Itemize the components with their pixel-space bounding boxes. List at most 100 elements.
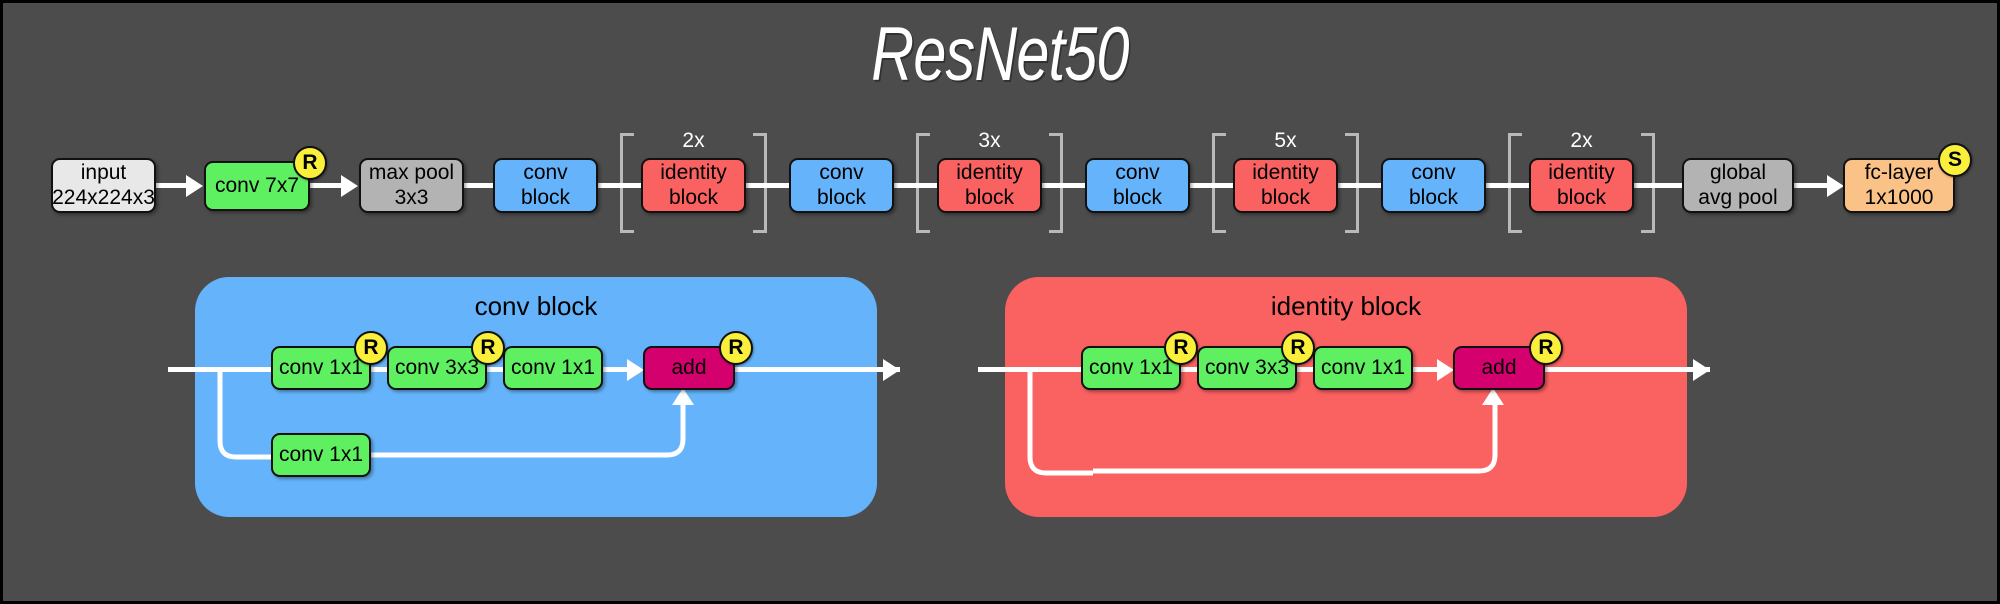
arrow-line: [1413, 367, 1437, 372]
node-line: global: [1709, 161, 1767, 185]
arrow-line: [1181, 367, 1205, 372]
pipeline-node-conv7x7[interactable]: conv 7x7: [204, 161, 310, 211]
arrow-line: [1190, 183, 1243, 188]
node-label: add: [1481, 355, 1517, 379]
identity-block-panel-title: identity block: [1270, 291, 1422, 321]
arrow-head: [1693, 359, 1710, 381]
arrow-line: [156, 183, 186, 188]
node-line: 224x224x3: [52, 185, 155, 209]
relu-badge-icon: R: [471, 331, 505, 365]
arrow-line: [255, 367, 283, 372]
arrow-line: [1297, 367, 1321, 372]
arrow-head: [627, 359, 644, 381]
relu-badge-icon: R: [354, 331, 388, 365]
node-line: input: [80, 161, 127, 185]
pipeline-node-input[interactable]: input 224x224x3: [51, 158, 156, 213]
identity-block-node-conv-3x3[interactable]: conv 3x3: [1197, 346, 1297, 390]
conv-block-skip-return: [371, 398, 686, 458]
relu-badge-icon: R: [1164, 331, 1198, 365]
arrow-head: [1437, 359, 1454, 381]
node-line: max pool: [368, 161, 455, 185]
arrow-line: [1794, 183, 1827, 188]
conv-block-output-line: [735, 367, 900, 372]
node-label: conv 1x1: [1320, 355, 1406, 379]
node-line: block: [1408, 185, 1459, 209]
repeat-label: 3x: [978, 129, 1001, 152]
node-line: conv 7x7: [214, 173, 300, 197]
repeat-label: 5x: [1274, 129, 1297, 152]
arrow-line: [371, 367, 395, 372]
arrow-line: [1065, 367, 1093, 372]
pipeline-node-identity-block-4[interactable]: identity block: [1529, 158, 1634, 213]
conv-block-node-conv-3x3[interactable]: conv 3x3: [387, 346, 487, 390]
conv-block-node-add[interactable]: add: [643, 346, 735, 390]
arrow-line: [1486, 183, 1539, 188]
node-label: conv 1x1: [278, 442, 364, 466]
node-label: conv 3x3: [1204, 355, 1290, 379]
node-label: conv 3x3: [394, 355, 480, 379]
conv-block-skip-fork: [217, 367, 283, 460]
arrow-head: [341, 175, 358, 197]
repeat-label: 2x: [682, 129, 705, 152]
node-line: identity: [1548, 161, 1615, 185]
node-label: add: [671, 355, 707, 379]
arrow-line: [894, 183, 947, 188]
identity-block-skip-return: [1093, 398, 1498, 474]
arrow-line: [1634, 183, 1684, 188]
node-line: block: [668, 185, 719, 209]
pipeline-node-identity-block-1[interactable]: identity block: [641, 158, 746, 213]
node-line: block: [816, 185, 867, 209]
node-line: identity: [660, 161, 727, 185]
page-title: ResNet50: [871, 12, 1129, 97]
pipeline-node-conv-block-2[interactable]: conv block: [789, 158, 894, 213]
identity-block-panel: [1005, 277, 1687, 517]
arrow-line: [603, 367, 627, 372]
pipeline-node-conv-block-1[interactable]: conv block: [493, 158, 598, 213]
arrow-line: [310, 183, 341, 188]
arrow-line: [487, 367, 511, 372]
repeat-label: 2x: [1570, 129, 1593, 152]
arrow-head: [1827, 175, 1844, 197]
node-label: conv 1x1: [278, 355, 364, 379]
arrow-line: [746, 183, 796, 188]
identity-block-skip-fork: [1027, 367, 1093, 476]
relu-badge-icon: R: [719, 331, 753, 365]
conv-block-panel-title: conv block: [474, 291, 598, 321]
node-line: 3x3: [394, 185, 429, 209]
arrow-head: [1482, 388, 1504, 405]
arrow-line: [1338, 183, 1388, 188]
arrow-line: [1042, 183, 1092, 188]
relu-badge-icon: R: [293, 146, 327, 180]
identity-block-output-line: [1545, 367, 1710, 372]
pipeline-node-maxpool[interactable]: max pool 3x3: [359, 158, 464, 213]
conv-block-node-skip-conv-1x1[interactable]: conv 1x1: [271, 433, 371, 477]
node-line: block: [1556, 185, 1607, 209]
arrow-head: [186, 175, 203, 197]
arrow-head: [883, 359, 900, 381]
node-line: conv: [1115, 161, 1160, 185]
node-label: conv 1x1: [510, 355, 596, 379]
arrow-line: [464, 183, 495, 188]
conv-block-node-conv-1x1-a[interactable]: conv 1x1: [271, 346, 371, 390]
node-line: block: [964, 185, 1015, 209]
node-line: conv: [523, 161, 568, 185]
node-line: identity: [956, 161, 1023, 185]
relu-badge-icon: R: [1281, 331, 1315, 365]
node-line: 1x1000: [1864, 185, 1934, 209]
node-line: identity: [1252, 161, 1319, 185]
pipeline-node-global-avg-pool[interactable]: global avg pool: [1682, 158, 1794, 213]
node-label: conv 1x1: [1088, 355, 1174, 379]
relu-badge-icon: R: [1529, 331, 1563, 365]
pipeline-node-fc-layer[interactable]: fc-layer 1x1000: [1843, 158, 1955, 213]
node-line: block: [1260, 185, 1311, 209]
pipeline-node-conv-block-4[interactable]: conv block: [1381, 158, 1486, 213]
pipeline-node-identity-block-3[interactable]: identity block: [1233, 158, 1338, 213]
node-line: block: [1112, 185, 1163, 209]
conv-block-node-conv-1x1-b[interactable]: conv 1x1: [503, 346, 603, 390]
identity-block-node-conv-1x1-b[interactable]: conv 1x1: [1313, 346, 1413, 390]
softmax-badge-icon: S: [1938, 143, 1972, 177]
node-line: block: [520, 185, 571, 209]
pipeline-node-conv-block-3[interactable]: conv block: [1085, 158, 1190, 213]
pipeline-node-identity-block-2[interactable]: identity block: [937, 158, 1042, 213]
